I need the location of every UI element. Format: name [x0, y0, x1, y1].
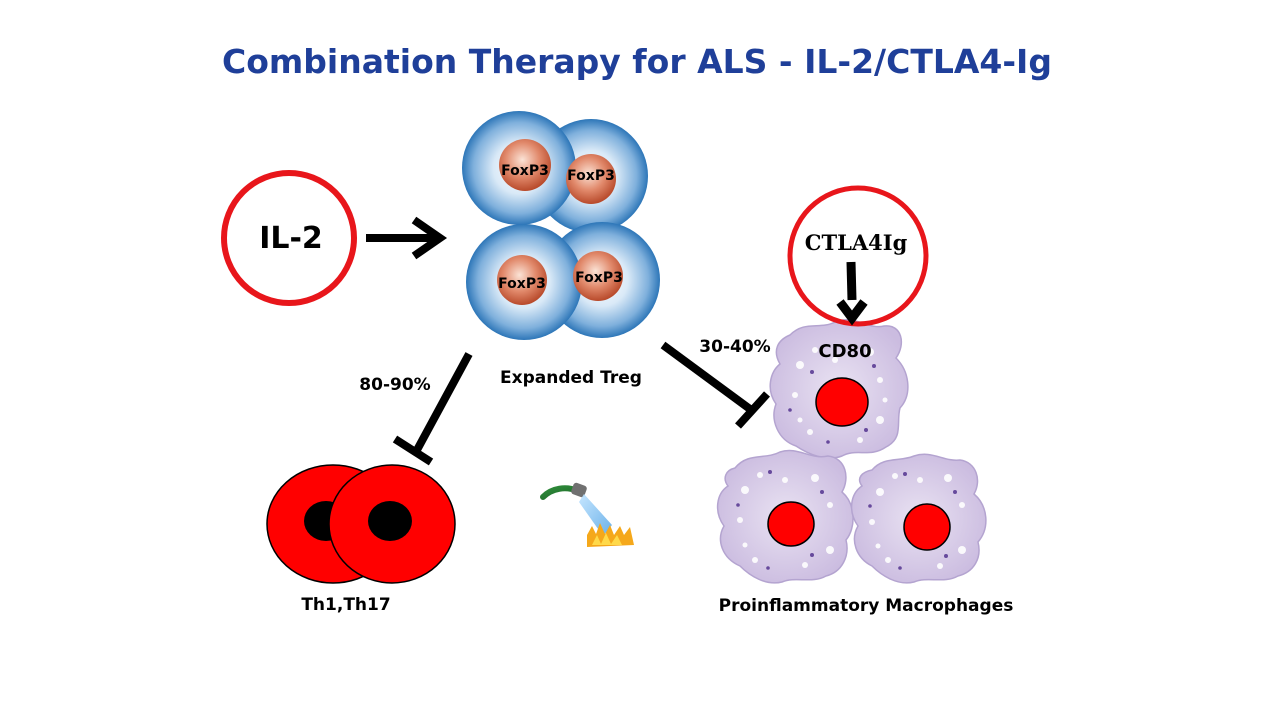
treg-nucleus [497, 255, 547, 305]
foxp3-label: FoxP3 [575, 270, 623, 286]
ctla4ig-label: CTLA4Ig [805, 230, 908, 255]
macrophage-nucleus [903, 503, 951, 551]
foxp3-label: FoxP3 [501, 163, 549, 179]
cd80-label: CD80 [818, 341, 871, 362]
il2-to-treg-arrow [366, 216, 448, 260]
macrophage-nucleus [815, 377, 869, 427]
foxp3-label: FoxP3 [567, 168, 615, 184]
treg-label: Expanded Treg [500, 368, 642, 388]
th-cells-label: Th1,Th17 [301, 595, 390, 615]
foxp3-label: FoxP3 [498, 276, 546, 292]
th-inhibition-label: 80-90% [359, 375, 430, 395]
macrophage-inhibition-label: 30-40% [699, 337, 770, 357]
il2-node: IL-2 [221, 170, 357, 306]
th-cells [266, 464, 456, 584]
il2-ring [221, 170, 357, 306]
treg-cluster: FoxP3 FoxP3 FoxP3 FoxP3 [462, 111, 660, 340]
ctla4ig-ring [787, 185, 929, 327]
fire-hose-icon [540, 482, 634, 547]
macrophage-left [716, 449, 854, 584]
treg-nucleus [573, 251, 623, 301]
ctla4ig-node: CTLA4Ig [787, 185, 929, 327]
th17-nucleus [368, 501, 412, 541]
treg-macrophage-inhibition [660, 341, 770, 429]
macrophage-cd80 [769, 319, 909, 459]
il2-label: IL-2 [259, 221, 323, 256]
treg-nucleus [566, 154, 616, 204]
macrophage-right [850, 453, 987, 584]
macrophage-nucleus [767, 501, 815, 547]
page-title: Combination Therapy for ALS - IL-2/CTLA4… [222, 42, 1052, 81]
ctla4ig-arrow [836, 261, 868, 326]
treg-nucleus [499, 139, 551, 191]
treg-th-inhibition [392, 352, 473, 466]
macrophages-label: Proinflammatory Macrophages [719, 596, 1014, 616]
